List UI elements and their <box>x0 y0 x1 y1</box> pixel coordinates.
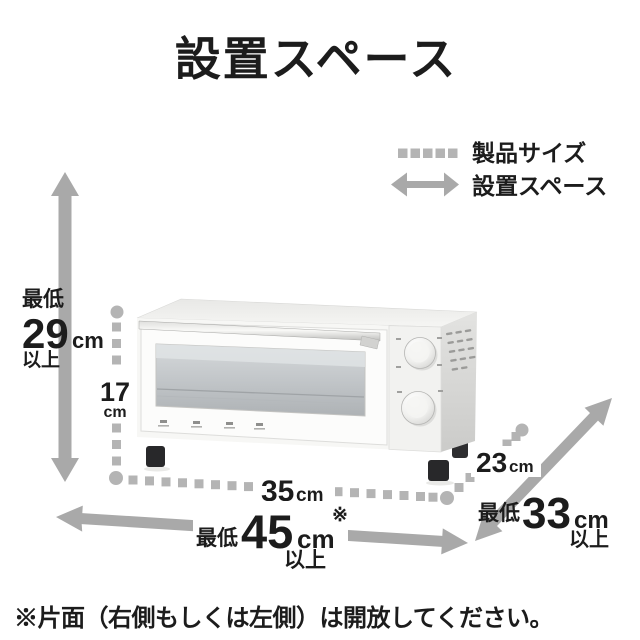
min-depth-label: 最低 33 cm 以上 <box>478 489 609 551</box>
min-depth-value: 33 <box>522 489 571 538</box>
oven-setting-marks <box>158 420 265 430</box>
foot-shadow <box>144 466 170 472</box>
foot-shadow <box>426 480 454 486</box>
product-depth-value: 23 <box>476 447 507 478</box>
dotted-line-icon <box>398 148 458 158</box>
min-height-suffix: 以上 <box>22 349 60 371</box>
oven-handle <box>138 320 381 342</box>
legend-product-size-label: 製品サイズ <box>471 140 586 166</box>
footnote: ※片面（右側もしくは左側）は開放してください。 <box>14 604 553 632</box>
glass-reflection <box>156 344 365 367</box>
toaster-oven-image <box>136 298 478 486</box>
min-height-label: 最低 29 cm 以上 <box>22 287 104 371</box>
product-height-label: 17 cm <box>99 375 134 421</box>
product-height-value: 17 <box>100 377 130 407</box>
dot-end <box>110 305 124 319</box>
min-depth-prefix: 最低 <box>478 501 520 525</box>
product-width-unit: cm <box>296 485 323 506</box>
min-width-unit: cm <box>297 524 335 554</box>
dot-end <box>440 491 454 505</box>
min-width-value: 45 <box>241 505 293 558</box>
label-backing <box>255 474 335 505</box>
oven-rack-line <box>156 388 365 398</box>
min-depth-unit: cm <box>574 507 609 534</box>
dot-end <box>109 471 123 485</box>
knob-setting-marks <box>396 337 443 393</box>
min-height-arrow <box>51 172 79 482</box>
product-depth-dotted-line <box>454 423 529 492</box>
dot-end <box>515 423 529 437</box>
product-height-dotted-line <box>109 305 124 485</box>
product-depth-unit: cm <box>509 457 534 476</box>
oven-foot-front-left <box>146 446 165 467</box>
oven-side <box>441 312 477 452</box>
oven-rack-line <box>156 395 365 405</box>
label-backing <box>193 501 348 569</box>
oven-foot-front-right <box>428 460 449 481</box>
min-width-ref-mark: ※ <box>332 505 348 526</box>
min-width-suffix: 以上 <box>284 549 326 572</box>
label-backing <box>471 446 541 477</box>
legend: 製品サイズ 設置スペース <box>391 140 607 199</box>
product-depth-label: 23 cm <box>471 446 541 478</box>
page-title: 設置スペース <box>175 33 457 85</box>
min-width-prefix: 最低 <box>196 526 238 550</box>
min-height-unit: cm <box>72 328 104 353</box>
min-height-value: 29 <box>22 310 69 357</box>
oven-vents <box>445 329 476 371</box>
oven-knob-upper-cap <box>408 341 430 363</box>
product-height-unit: cm <box>103 404 126 421</box>
oven-handle-bracket <box>359 335 380 350</box>
min-depth-suffix: 以上 <box>569 528 609 551</box>
min-depth-arrow <box>475 398 612 541</box>
double-arrow-icon <box>391 172 459 197</box>
legend-install-space-label: 設置スペース <box>472 173 607 199</box>
min-height-prefix: 最低 <box>22 287 64 311</box>
oven-knob-lower-cap <box>406 396 428 418</box>
product-width-dotted-line <box>128 475 454 505</box>
label-backing <box>99 375 134 420</box>
min-width-label: 最低 45 cm ※ 以上 <box>193 501 348 572</box>
